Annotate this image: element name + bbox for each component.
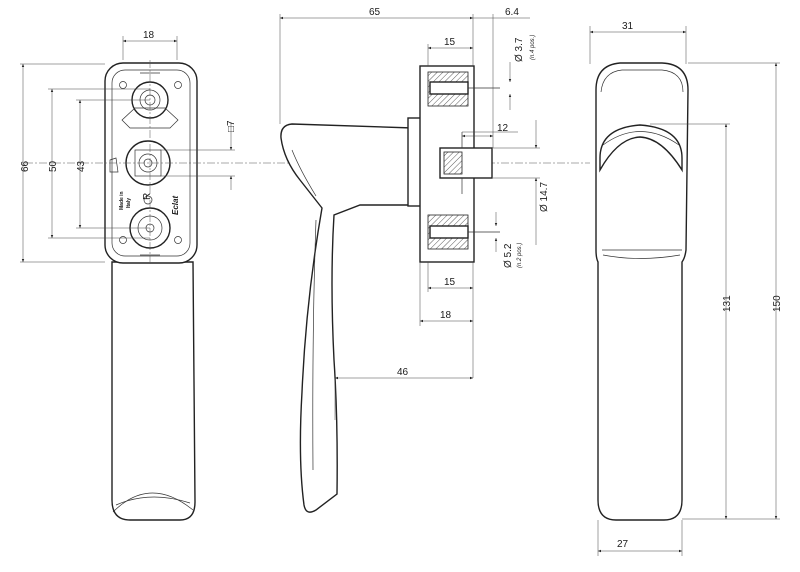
dim-side-bolt-note: (n.4 pos.) bbox=[530, 35, 536, 60]
dim-rear-bottom-27: 27 bbox=[617, 539, 629, 550]
dim-side-spindle-12: 12 bbox=[497, 123, 509, 134]
plate-made-in-text: Made in bbox=[119, 191, 125, 210]
plate-r-circle bbox=[143, 195, 153, 205]
rear-view: 31 27 131 150 bbox=[589, 21, 783, 556]
front-view: Made in Italy R Eclat 18 66 50 43 bbox=[20, 30, 590, 521]
dim-side-bottom-15: 15 bbox=[444, 277, 456, 288]
plate-brand-text: Eclat bbox=[171, 196, 180, 215]
front-lever-outline bbox=[111, 261, 196, 521]
dim-front-square-7: □7 bbox=[226, 120, 237, 132]
plate-italy-text: Italy bbox=[126, 198, 132, 208]
dim-side-hole-note: (n.2 pos.) bbox=[517, 243, 523, 268]
dim-side-length-65: 65 bbox=[369, 7, 381, 18]
side-view: 65 6.4 15 Ø 3.7 (n.4 pos.) 12 Ø 14.7 Ø 5… bbox=[279, 7, 550, 513]
dim-side-hole-dia: Ø 5.2 bbox=[503, 243, 514, 268]
dim-side-reach-46: 46 bbox=[397, 367, 409, 378]
dim-side-offset-6-4: 6.4 bbox=[505, 7, 519, 18]
dim-side-top-15: 15 bbox=[444, 37, 456, 48]
plate-r-letter: R bbox=[142, 193, 153, 200]
dim-front-width-18: 18 bbox=[143, 30, 155, 41]
dim-rear-length-131: 131 bbox=[722, 295, 733, 312]
dim-rear-top-31: 31 bbox=[622, 21, 634, 32]
dim-rear-length-150: 150 bbox=[772, 295, 783, 312]
dim-front-height-43: 43 bbox=[76, 160, 87, 172]
rear-grip-top bbox=[599, 124, 683, 173]
dim-front-height-50: 50 bbox=[48, 160, 59, 172]
side-lever-outline bbox=[280, 123, 414, 513]
dim-front-height-66: 66 bbox=[20, 160, 31, 172]
dim-side-base-18: 18 bbox=[440, 310, 452, 321]
dim-side-bolt-dia: Ø 3.7 bbox=[514, 37, 525, 62]
dim-side-boss-dia: Ø 14.7 bbox=[539, 182, 550, 212]
front-lever-bottom-curve bbox=[112, 492, 194, 513]
rear-outline bbox=[595, 62, 689, 521]
